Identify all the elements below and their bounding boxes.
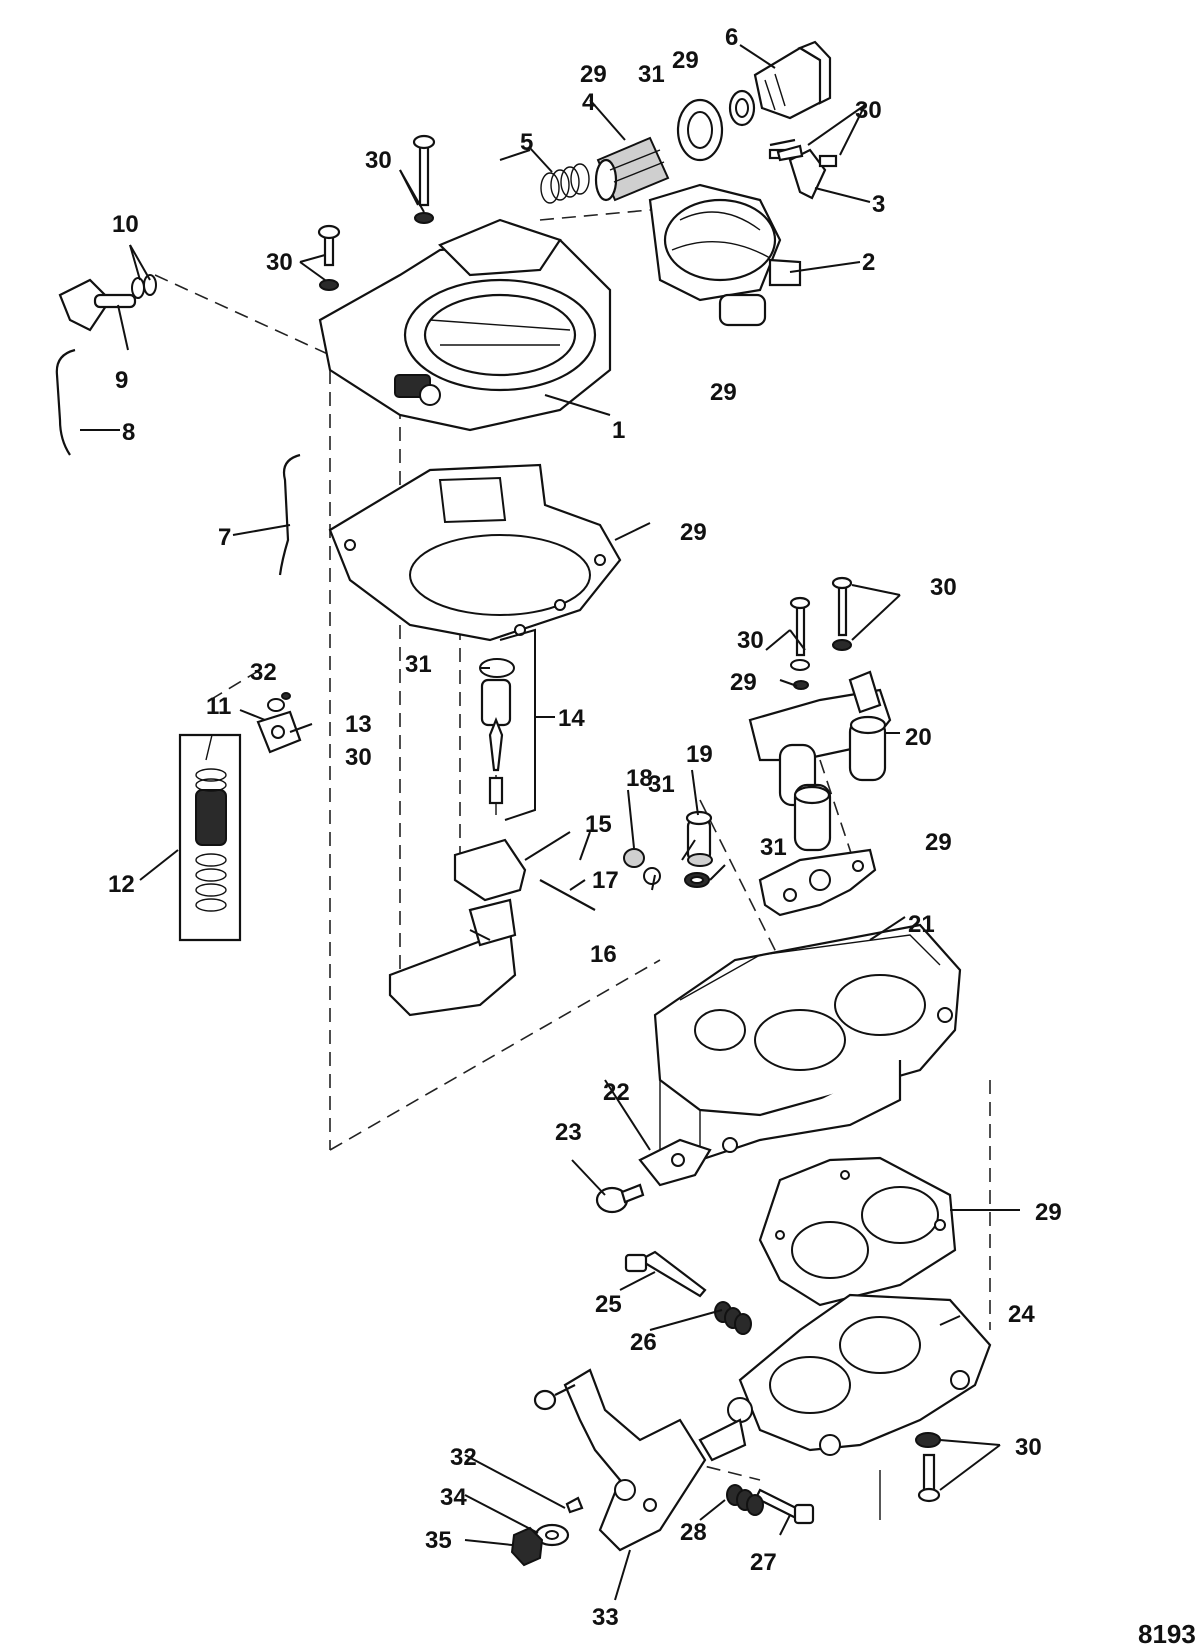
float-hinge-bracket [453, 838, 527, 902]
venturi-cluster [748, 670, 892, 852]
callout-30-pump: 30 [345, 744, 372, 771]
callout-29-throttle-gasket: 29 [1035, 1199, 1062, 1226]
callout-31-inlet: 31 [638, 61, 665, 88]
callout-31-valve: 31 [760, 834, 787, 861]
callout-12: 12 [108, 871, 135, 898]
fuel-inlet-nut [753, 40, 832, 120]
callout-31-seat: 31 [405, 651, 432, 678]
callout-29-inlet: 29 [580, 61, 607, 88]
callout-15: 15 [585, 811, 612, 838]
callout-32-pump: 32 [250, 659, 277, 686]
callout-17: 17 [592, 867, 619, 894]
choke-lever-plate [638, 1138, 712, 1187]
callout-20: 20 [905, 724, 932, 751]
throttle-body-gasket [758, 1156, 957, 1307]
callout-22: 22 [603, 1079, 630, 1106]
air-horn-body [318, 218, 612, 432]
figure-number: 8193 [1138, 1619, 1196, 1649]
callout-6: 6 [725, 24, 738, 51]
throttle-body [698, 1293, 992, 1520]
callout-4: 4 [582, 89, 596, 116]
callout-9: 9 [115, 367, 128, 394]
callout-10: 10 [112, 211, 139, 238]
main-body [653, 923, 962, 1162]
callout-30-top-right: 30 [855, 97, 882, 124]
callout-23: 23 [555, 1119, 582, 1146]
callout-30-top: 30 [365, 147, 392, 174]
callout-30-left: 30 [266, 249, 293, 276]
jet-gasket [684, 872, 710, 888]
callout-16: 16 [590, 941, 617, 968]
screws-and-lockwashers [317, 134, 941, 1503]
callout-5: 5 [520, 129, 533, 156]
callout-labels: 1 2 3 4 5 6 7 8 9 10 11 12 13 14 15 16 1… [108, 24, 1062, 1631]
needle-seat-assembly [479, 658, 515, 815]
choke-bracket [768, 138, 838, 200]
callout-29-venturi-gasket: 29 [925, 829, 952, 856]
callout-30-right-mid: 30 [737, 627, 764, 654]
throttle-lever [533, 1368, 707, 1552]
callout-1: 1 [612, 417, 625, 444]
callout-31-jet: 31 [648, 771, 675, 798]
callout-35: 35 [425, 1527, 452, 1554]
callout-34: 34 [440, 1484, 467, 1511]
callout-29-inlet-right: 29 [672, 47, 699, 74]
callout-19: 19 [686, 741, 713, 768]
idle-speed-screw [595, 1183, 645, 1214]
callout-33: 33 [592, 1604, 619, 1631]
callout-25: 25 [595, 1291, 622, 1318]
idle-mixture-spring [714, 1301, 752, 1335]
callout-11: 11 [206, 693, 231, 720]
callout-30-bottom: 30 [1015, 1434, 1042, 1461]
callout-21: 21 [908, 911, 935, 938]
idle-mixture-needle [624, 1250, 707, 1298]
callout-3: 3 [872, 191, 885, 218]
callout-29-washer: 29 [730, 669, 757, 696]
throttle-stop-screw [754, 1488, 815, 1525]
float [388, 898, 517, 1017]
leader-lines [80, 44, 1020, 1601]
choke-housing [648, 183, 802, 327]
callout-14: 14 [558, 705, 585, 732]
callout-29-choke: 29 [710, 379, 737, 406]
callout-30-right-upper: 30 [930, 574, 957, 601]
pump-plunger-assembly [178, 733, 242, 942]
venturi-gasket [758, 848, 877, 917]
filter-spring [540, 163, 590, 204]
callout-8: 8 [122, 419, 135, 446]
power-valve [685, 810, 713, 867]
choke-lever [58, 278, 137, 332]
callout-26: 26 [630, 1329, 657, 1356]
air-horn-gasket [328, 463, 622, 642]
pump-rod [278, 453, 301, 576]
callout-7: 7 [218, 524, 231, 551]
main-metering-jet [623, 848, 661, 885]
throttle-stop-spring [726, 1484, 764, 1516]
choke-lever-washers [131, 274, 157, 299]
pump-retainer-plate [256, 692, 302, 754]
fuel-filter-element [594, 136, 670, 202]
choke-rod [55, 348, 76, 456]
inlet-nut-gaskets [676, 89, 756, 162]
lever-clip [565, 1496, 584, 1514]
callout-32-lever: 32 [450, 1444, 477, 1471]
callout-28: 28 [680, 1519, 707, 1546]
callout-13: 13 [345, 711, 372, 738]
callout-27: 27 [750, 1549, 777, 1576]
callout-24: 24 [1008, 1301, 1035, 1328]
callout-2: 2 [862, 249, 875, 276]
callout-29-top-gasket: 29 [680, 519, 707, 546]
callout-18: 18 [626, 765, 653, 792]
float-pin [539, 879, 596, 911]
